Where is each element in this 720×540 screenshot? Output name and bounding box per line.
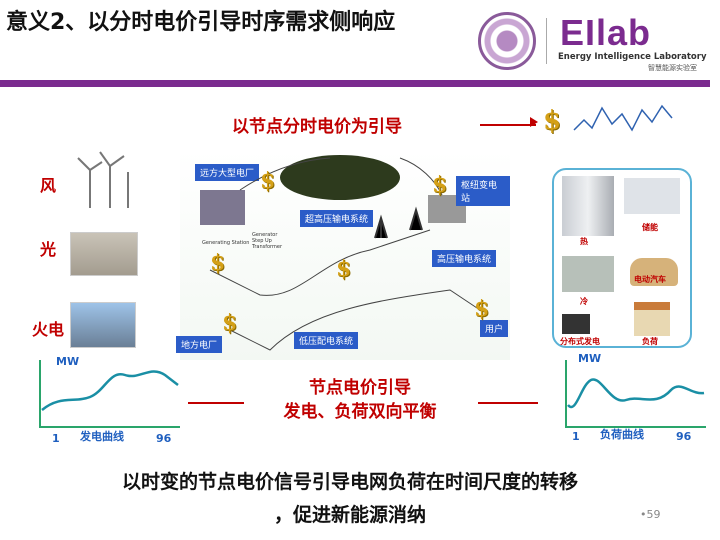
dollar-icon: $ [222, 310, 238, 336]
solar-farm-image [70, 232, 138, 276]
load-cooling: 冷 [580, 297, 588, 306]
eilab-logo: EIlab [560, 12, 652, 53]
load-load: 负荷 [642, 337, 658, 346]
dollar-icon: $ [336, 256, 352, 282]
gen-curve-ylabel: MW [56, 355, 80, 368]
dollar-icon: $ [474, 296, 490, 322]
load-heat: 热 [580, 237, 588, 246]
transmission-lines [209, 157, 481, 351]
load-curve [565, 360, 706, 428]
double-arrow-left-icon [188, 402, 244, 404]
dollar-icon: $ [210, 250, 226, 276]
load-curve-xend: 96 [676, 430, 692, 443]
center-line-2: 发电、负荷双向平衡 [283, 402, 437, 422]
generating-station-image [200, 190, 245, 225]
storage-image [624, 178, 680, 214]
dollar-icon: $ [543, 106, 562, 136]
tag-ehv: 超高压输电系统 [300, 210, 374, 227]
logo-divider [546, 18, 547, 64]
tag-lv: 低压配电系统 [294, 332, 359, 349]
bottom-line-1: 以时变的节点电价信号引导电网负荷在时间尺度的转移 [121, 471, 578, 493]
header-divider [0, 80, 710, 87]
tag-local-plant: 地方电厂 [176, 336, 223, 353]
heat-image [562, 176, 614, 236]
dollar-icon: $ [260, 168, 276, 194]
bottom-line-2: ，促进新能源消纳 [273, 504, 426, 526]
power-grid-diagram: 远方大型电厂 超高压输电系统 枢纽变电站 高压输电系统 地方电厂 低压配电系统 … [176, 150, 510, 360]
dollar-icon: $ [432, 172, 448, 198]
load-distributed-gen: 分布式发电 [560, 337, 600, 346]
label-thermal: 火电 [32, 320, 65, 339]
load-curve-ylabel: MW [578, 352, 602, 365]
generation-curve [39, 360, 180, 428]
logo-chinese: 智慧能源实验室 [648, 64, 697, 72]
double-arrow-right-icon [478, 402, 538, 404]
tag-user: 用户 [480, 320, 509, 337]
tag-hv: 高压输电系统 [432, 250, 497, 267]
page-number: •59 [640, 508, 661, 521]
center-text: 节点电价引导 发电、负荷双向平衡 [250, 376, 470, 424]
wind-turbine-image [77, 151, 129, 208]
load-curve-xlabel: 负荷曲线 [600, 428, 644, 441]
price-chart-icon [573, 104, 673, 132]
slide-title: 意义2、以分时电价引导时序需求侧响应 [6, 10, 396, 35]
logo-english: Energy Intelligence Laboratory [558, 52, 707, 62]
tag-transformer: Generator Step Up Transformer [252, 232, 283, 250]
university-seal-logo [478, 12, 536, 70]
headline: 以节点分时电价为引导 [232, 117, 402, 137]
pv-image [562, 314, 590, 334]
tag-gen-station: Generating Station [202, 240, 250, 246]
house-image [634, 302, 670, 336]
gen-curve-xstart: 1 [52, 432, 60, 445]
tag-remote-plant: 远方大型电厂 [195, 164, 260, 181]
cooling-image [562, 256, 614, 292]
gen-curve-xend: 96 [156, 432, 172, 445]
center-line-1: 节点电价引导 [309, 378, 411, 398]
tag-hub: 枢纽变电站 [456, 176, 510, 206]
bottom-conclusion: 以时变的节点电价信号引导电网负荷在时间尺度的转移 ，促进新能源消纳 [40, 466, 660, 532]
load-ev: 电动汽车 [634, 275, 666, 284]
load-curve-xstart: 1 [572, 430, 580, 443]
thermal-plant-image [70, 302, 136, 348]
label-solar: 光 [40, 240, 57, 259]
load-panel: 热 储能 冷 电动汽车 分布式发电 负荷 [552, 168, 692, 348]
arrow-right-icon [480, 124, 536, 126]
gen-curve-xlabel: 发电曲线 [80, 430, 124, 443]
ev-image [630, 258, 678, 286]
label-wind: 风 [40, 176, 57, 195]
load-storage: 储能 [642, 223, 658, 232]
arrow-head-icon [530, 117, 538, 127]
